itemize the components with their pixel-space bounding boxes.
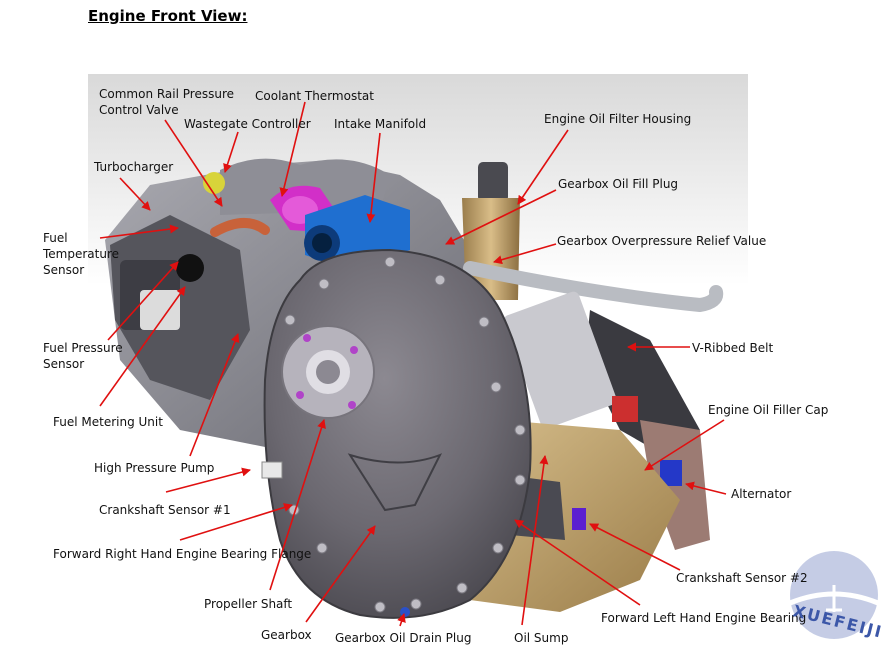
label-gearbox-drain: Gearbox Oil Drain Plug <box>335 631 472 645</box>
arrow-gearbox-drain <box>397 613 406 627</box>
arrow-wastegate <box>223 131 239 173</box>
label-wastegate: Wastegate Controller <box>184 117 311 131</box>
arrow-intake-manifold <box>366 132 381 223</box>
label-propeller-shaft: Propeller Shaft <box>204 597 293 611</box>
label-v-ribbed-belt: V-Ribbed Belt <box>692 341 774 355</box>
gearbox-drain-plug-part <box>400 607 410 617</box>
arrow-oil-filter <box>517 129 569 205</box>
arrow-turbocharger <box>119 177 151 211</box>
arrow-high-pressure-pump <box>189 333 240 457</box>
arrow-fwd-left-bearing <box>514 519 641 606</box>
arrow-fuel-metering <box>99 286 186 407</box>
arrow-oil-filler-cap <box>644 419 725 471</box>
propeller-shaft-flange <box>281 325 375 419</box>
watermark-logo <box>789 551 879 639</box>
label-intake-manifold: Intake Manifold <box>334 117 427 131</box>
arrow-fwd-right-bearing <box>179 503 293 541</box>
crankshaft-sensor-1-part <box>261 461 283 479</box>
arrow-crankshaft-sensor-1 <box>165 467 251 493</box>
gearbox-bolts <box>270 256 526 613</box>
arrow-gearbox-oil-fill <box>445 189 557 245</box>
label-crankshaft-sensor-1: Crankshaft Sensor #1 <box>99 503 231 517</box>
label-fuel-pressure-sensor: Fuel Pressure Sensor <box>43 341 123 371</box>
arrow-common-rail <box>164 119 223 207</box>
label-gearbox-oil-fill: Gearbox Oil Fill Plug <box>558 177 679 191</box>
arrow-fuel-pressure <box>107 261 179 341</box>
arrow-fuel-temp <box>99 224 179 239</box>
gearbox-cover <box>263 248 532 619</box>
arrow-gearbox-relief <box>493 243 557 265</box>
alternator-assembly <box>503 291 710 550</box>
label-gearbox: Gearbox <box>261 628 312 642</box>
label-fwd-right-bearing: Forward Right Hand Engine Bearing Flange <box>53 547 312 561</box>
page-title: Engine Front View: <box>88 7 248 25</box>
arrow-crankshaft-sensor-2 <box>589 523 681 571</box>
wastegate-part <box>203 172 225 194</box>
label-fuel-metering: Fuel Metering Unit <box>53 415 163 429</box>
oil-tube <box>463 261 724 313</box>
label-oil-filter-housing: Engine Oil Filter Housing <box>544 112 692 126</box>
label-high-pressure-pump: High Pressure Pump <box>94 461 215 475</box>
label-fwd-left-bearing: Forward Left Hand Engine Bearing <box>601 611 807 625</box>
label-oil-filler-cap: Engine Oil Filler Cap <box>708 403 829 417</box>
label-fuel-temp-sensor: Fuel Temperature Sensor <box>43 231 120 277</box>
arrow-gearbox <box>305 525 376 623</box>
arrow-alternator <box>685 481 727 495</box>
arrow-coolant-thermostat <box>279 101 306 197</box>
wastegate-pipe <box>210 218 270 237</box>
crankshaft-sensor-2-part <box>572 508 586 530</box>
label-crankshaft-sensor-2: Crankshaft Sensor #2 <box>676 571 808 585</box>
arrow-oil-sump <box>521 455 549 626</box>
label-common-rail: Common Rail Pressure Control Valve <box>99 87 235 117</box>
label-gearbox-relief: Gearbox Overpressure Relief Value <box>557 234 767 248</box>
label-coolant-thermostat: Coolant Thermostat <box>255 89 374 103</box>
label-turbocharger: Turbocharger <box>94 160 174 174</box>
label-alternator: Alternator <box>731 487 792 501</box>
arrow-propeller-shaft <box>269 419 326 591</box>
label-oil-sump: Oil Sump <box>514 631 569 645</box>
